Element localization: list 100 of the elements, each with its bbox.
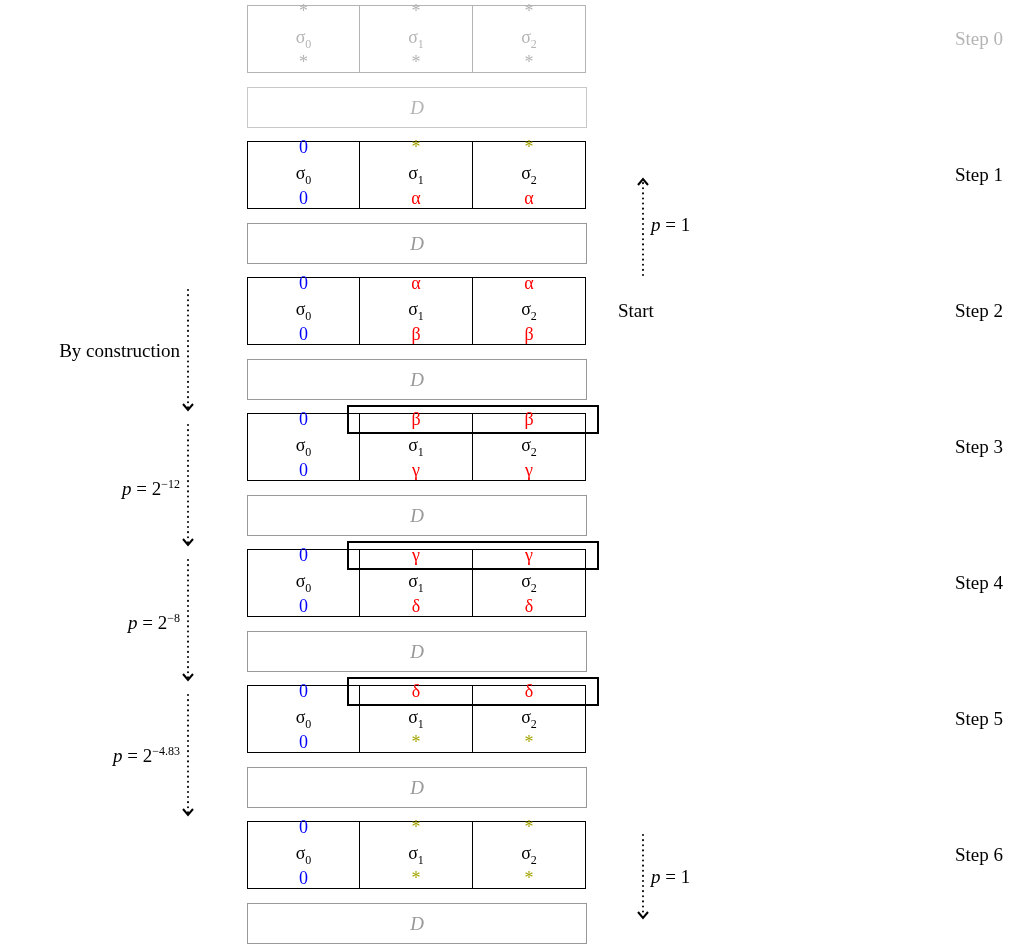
cell-top-value: γ xyxy=(525,545,533,565)
cell-top-value: * xyxy=(524,1,534,21)
state-cell xyxy=(359,141,473,209)
step-label: Step 2 xyxy=(954,300,1003,322)
cell-state-name: σ$_{1}$ xyxy=(408,707,424,727)
cell-bottom-value: γ xyxy=(525,460,533,480)
cell-top-value: β xyxy=(411,409,421,429)
cell-bottom-value: α xyxy=(411,188,421,208)
cell-top-value: * xyxy=(524,137,534,157)
cell-top-value: α xyxy=(411,273,421,293)
d-symbol: D xyxy=(410,640,424,663)
cell-bottom-value: 0 xyxy=(299,324,308,344)
d-symbol: D xyxy=(410,776,424,799)
cell-state-name: σ$_{2}$ xyxy=(521,435,537,455)
d-symbol: D xyxy=(410,504,424,527)
state-cell xyxy=(359,413,473,481)
cell-bottom-value: * xyxy=(411,732,421,752)
d-symbol: D xyxy=(410,912,424,935)
cell-bottom-value: γ xyxy=(412,460,420,480)
cell-bottom-value: * xyxy=(524,52,534,72)
cell-state-name: σ$_{0}$ xyxy=(295,707,312,727)
cell-state-name: σ$_{1}$ xyxy=(408,435,424,455)
step-label: Step 4 xyxy=(954,572,1003,594)
step-label: Step 6 xyxy=(954,844,1003,866)
cell-top-value: 0 xyxy=(299,137,308,157)
note-label: By construction xyxy=(59,340,180,362)
cell-top-value: δ xyxy=(411,681,421,701)
cell-bottom-value: 0 xyxy=(299,460,308,480)
d-symbol: D xyxy=(410,368,424,391)
cell-top-value: 0 xyxy=(299,409,308,429)
step-label: Step 1 xyxy=(954,164,1003,186)
state-cell xyxy=(359,277,473,345)
state-cell xyxy=(472,821,586,889)
state-cell xyxy=(247,821,360,889)
cell-state-name: σ$_{0}$ xyxy=(295,299,312,319)
cell-top-value: 0 xyxy=(299,273,308,293)
cell-bottom-value: β xyxy=(524,324,534,344)
d-box xyxy=(247,495,587,536)
state-cell xyxy=(472,141,586,209)
cell-state-name: σ$_{2}$ xyxy=(521,571,537,591)
cell-state-name: σ$_{0}$ xyxy=(295,163,312,183)
cell-top-value: γ xyxy=(412,545,420,565)
cell-state-name: σ$_{1}$ xyxy=(408,27,424,47)
cell-bottom-value: 0 xyxy=(299,188,308,208)
cell-state-name: σ$_{2}$ xyxy=(521,27,537,47)
cell-state-name: σ$_{2}$ xyxy=(521,163,537,183)
cell-top-value: 0 xyxy=(299,681,308,701)
d-box xyxy=(247,903,587,944)
cell-top-value: * xyxy=(411,1,421,21)
cell-state-name: σ$_{1}$ xyxy=(408,299,424,319)
state-cell xyxy=(247,277,360,345)
cell-bottom-value: 0 xyxy=(299,868,308,888)
probability-label: p = 2$^{−12}$ xyxy=(122,478,180,500)
state-cell xyxy=(472,277,586,345)
cell-bottom-value: * xyxy=(299,52,308,72)
d-symbol: D xyxy=(410,96,424,119)
state-cell xyxy=(359,821,473,889)
cell-top-value: 0 xyxy=(299,817,308,837)
start-label: Start xyxy=(618,300,654,322)
cell-state-name: σ$_{2}$ xyxy=(521,707,537,727)
cell-bottom-value: β xyxy=(411,324,421,344)
state-cell xyxy=(247,5,360,73)
state-cell xyxy=(472,413,586,481)
state-cell xyxy=(247,141,360,209)
cell-bottom-value: δ xyxy=(411,596,421,616)
cell-bottom-value: δ xyxy=(524,596,534,616)
d-box xyxy=(247,87,587,128)
cell-state-name: σ$_{2}$ xyxy=(521,843,537,863)
cell-bottom-value: * xyxy=(524,868,534,888)
cell-top-value: * xyxy=(411,817,421,837)
cell-state-name: σ$_{0}$ xyxy=(295,843,312,863)
step-label: Step 5 xyxy=(954,708,1003,730)
probability-label: p = 1 xyxy=(651,214,691,236)
cell-state-name: σ$_{2}$ xyxy=(521,299,537,319)
cell-top-value: * xyxy=(411,137,421,157)
probability-label: p = 2$^{−4.83}$ xyxy=(113,745,180,767)
state-cell xyxy=(359,685,473,753)
d-box xyxy=(247,359,587,400)
d-box xyxy=(247,767,587,808)
cell-top-value: β xyxy=(524,409,534,429)
cell-state-name: σ$_{1}$ xyxy=(408,163,424,183)
cell-bottom-value: * xyxy=(411,52,421,72)
state-cell xyxy=(472,549,586,617)
cell-top-value: δ xyxy=(524,681,534,701)
state-cell xyxy=(472,5,586,73)
d-box xyxy=(247,223,587,264)
step-label: Step 3 xyxy=(954,436,1003,458)
cell-top-value: * xyxy=(524,817,534,837)
cell-bottom-value: * xyxy=(411,868,421,888)
d-symbol: D xyxy=(410,232,424,255)
cell-state-name: σ$_{1}$ xyxy=(408,843,424,863)
cell-bottom-value: α xyxy=(524,188,534,208)
cell-state-name: σ$_{0}$ xyxy=(295,435,312,455)
probability-label: p = 1 xyxy=(651,866,691,888)
cell-top-value: α xyxy=(524,273,534,293)
cell-state-name: σ$_{1}$ xyxy=(408,571,424,591)
d-box xyxy=(247,631,587,672)
cell-bottom-value: 0 xyxy=(299,596,308,616)
state-cell xyxy=(247,413,360,481)
cell-bottom-value: * xyxy=(524,732,534,752)
